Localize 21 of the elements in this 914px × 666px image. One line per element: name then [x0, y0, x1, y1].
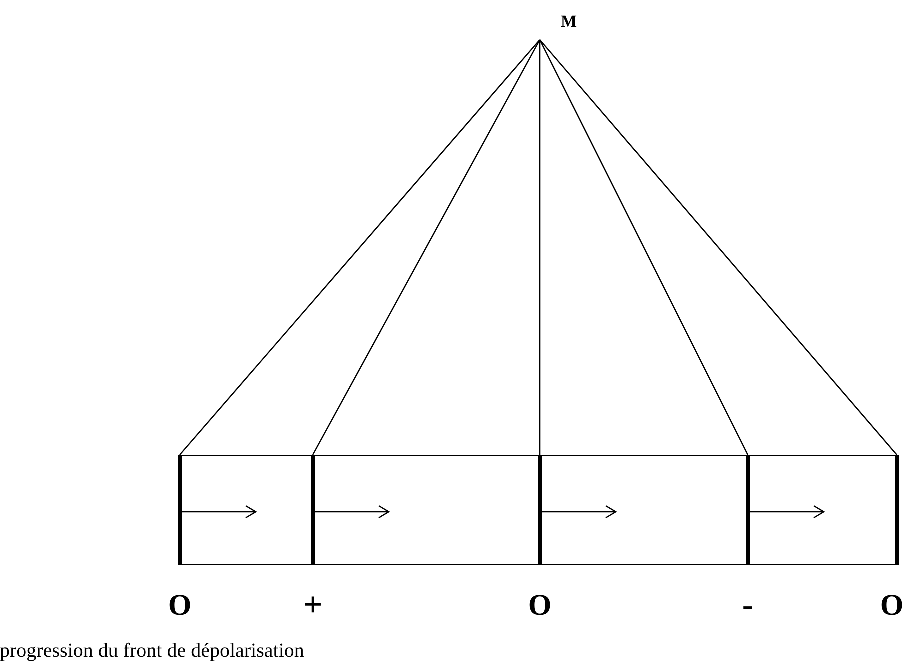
membrane-segment: [748, 455, 897, 565]
charge-sign: O: [167, 588, 193, 624]
membrane-segment: [180, 455, 313, 565]
boundary-bar: [311, 455, 315, 565]
connector-line: [539, 40, 749, 456]
connector-line: [539, 40, 541, 455]
charge-sign: -: [741, 588, 755, 624]
boundary-bar: [538, 455, 542, 565]
caption: progression du front de dépolarisation: [0, 640, 304, 663]
connector-line: [312, 40, 541, 456]
charge-sign: O: [527, 588, 553, 624]
connector-line: [180, 40, 540, 456]
connector-line: [540, 40, 898, 456]
boundary-bar: [178, 455, 182, 565]
boundary-bar: [746, 455, 750, 565]
membrane-segment: [540, 455, 748, 565]
charge-sign: +: [302, 588, 324, 624]
membrane-segment: [313, 455, 540, 565]
point-label: M: [530, 8, 590, 40]
boundary-bar: [895, 455, 899, 565]
charge-sign: O: [879, 588, 905, 624]
